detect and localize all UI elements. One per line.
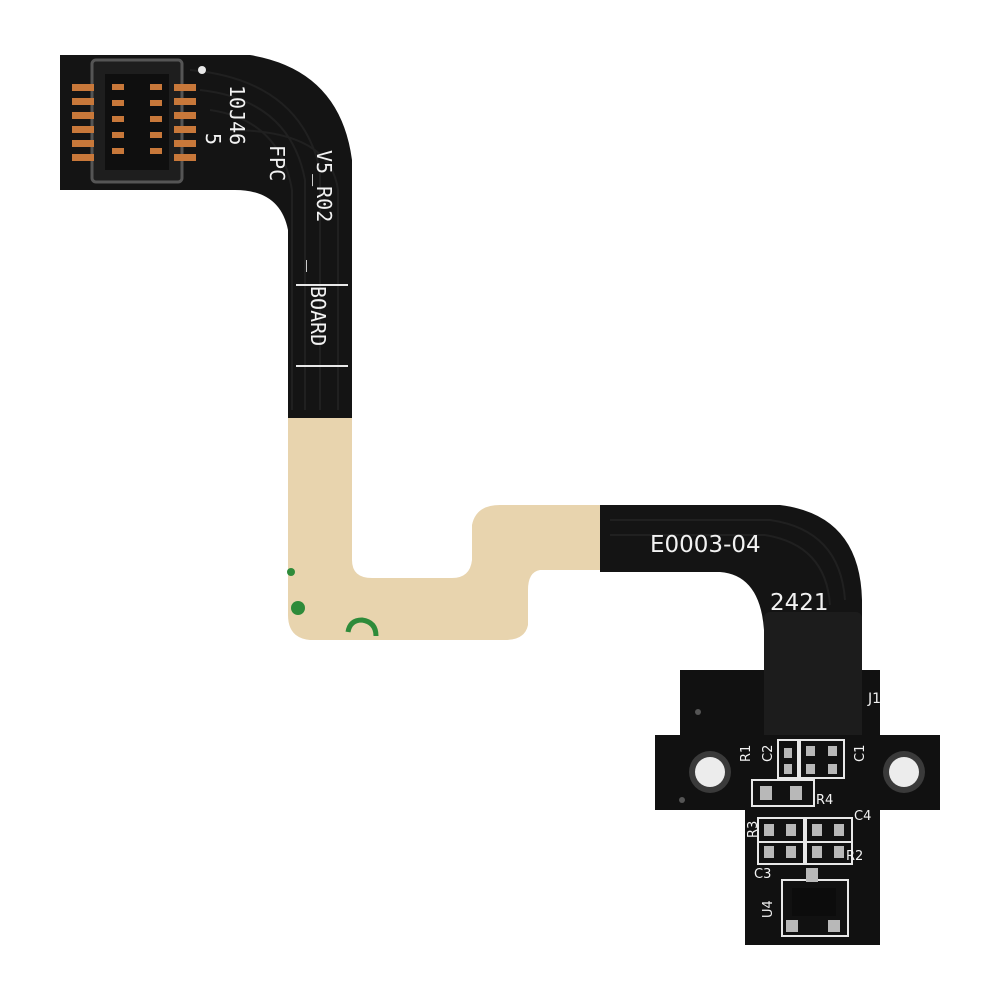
designator-c1: C1 (853, 745, 868, 762)
pin1-marker (198, 66, 206, 74)
connector-pins (72, 84, 196, 161)
mounting-hole-right-inner (889, 757, 919, 787)
footprint-c1 (799, 739, 845, 779)
stiffener-pad (764, 612, 862, 742)
connector-label-group: 10J46 5 FPC (201, 85, 289, 181)
board-prefix: BOARD (306, 286, 330, 346)
board-version: V5_R02 (312, 150, 336, 222)
designator-r3: R3 (746, 821, 761, 838)
designator-c2: C2 (761, 745, 776, 762)
designator-c4: C4 (854, 809, 871, 824)
designator-r1: R1 (739, 745, 754, 762)
sensor-board (655, 670, 940, 945)
designator-r1-group: R1 (739, 745, 754, 762)
date-code: 2421 (770, 590, 829, 616)
footprint-c3 (805, 841, 853, 865)
footprint-r2 (757, 841, 805, 865)
board-separator: _ (306, 260, 330, 273)
designator-c2-group: C2 (761, 745, 776, 762)
flex-traces (189, 69, 339, 410)
green-ink-mark (345, 617, 379, 637)
mounting-hole-left-inner (695, 757, 725, 787)
via-dot (695, 709, 701, 715)
solder-pads (760, 746, 844, 932)
designator-u4-group: U4 (761, 900, 776, 918)
ic-u4-body (792, 888, 836, 916)
footprint-c2 (777, 739, 799, 779)
connector-label-1: 10J46 (225, 85, 249, 145)
designator-c3: C3 (754, 867, 771, 882)
designator-j1: J1 (867, 691, 881, 707)
via-dot-2 (679, 797, 685, 803)
connector-label-2: 5 (201, 133, 225, 145)
designator-r3-group: R3 (746, 821, 761, 838)
part-number: E0003-04 (650, 532, 761, 558)
footprint-r4 (751, 779, 815, 807)
designator-c1-group: C1 (853, 745, 868, 762)
green-ink-dot (291, 601, 305, 615)
designator-r4: R4 (816, 793, 833, 808)
designator-r2: R2 (846, 849, 863, 864)
green-ink-dot-2 (287, 568, 295, 576)
connector-label-3: FPC (265, 145, 289, 181)
adhesive-tape (288, 418, 605, 640)
flex-traces-lower (610, 519, 846, 606)
board-version-group: V5_R02 (312, 150, 336, 222)
designator-u4: U4 (761, 900, 776, 918)
board-prefix-group: BOARD _ (306, 260, 330, 346)
